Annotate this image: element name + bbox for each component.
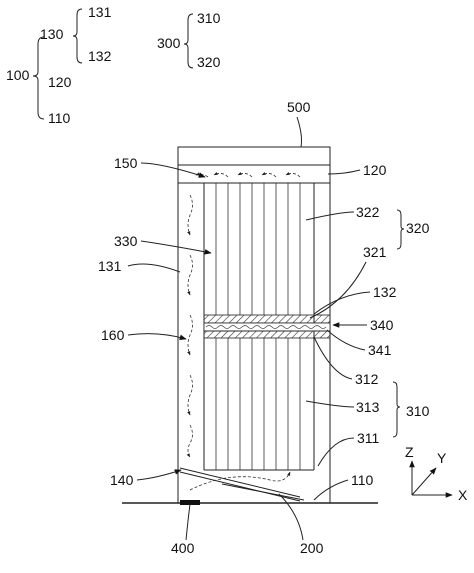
label-321: 321 [363, 244, 387, 260]
label-200: 200 [300, 540, 324, 556]
brace-130 [72, 8, 83, 64]
label-322: 322 [356, 204, 380, 220]
legend-100: 100 [6, 67, 30, 83]
unit-body [122, 146, 378, 505]
label-313: 313 [356, 399, 380, 415]
label-120: 120 [363, 162, 387, 178]
plate-341 [203, 322, 331, 332]
brace-100 [32, 36, 45, 120]
label-312: 312 [355, 371, 379, 387]
base-400 [180, 500, 200, 505]
airflow-top [195, 171, 301, 178]
legend-300: 300 [157, 35, 181, 51]
label-160: 160 [101, 327, 125, 343]
callouts: 500 150 120 322 320 321 330 131 132 160 … [98, 99, 430, 556]
legend-110: 110 [48, 110, 71, 126]
upper-cells-322 [215, 183, 301, 315]
top-cover-500 [177, 146, 331, 166]
label-340: 340 [370, 317, 394, 333]
legend-310: 310 [197, 10, 221, 26]
label-132: 132 [373, 284, 397, 300]
legend-131: 131 [88, 4, 112, 20]
y-axis-label: Y [437, 450, 447, 466]
airflow-bottom [189, 471, 291, 491]
label-150: 150 [114, 155, 138, 171]
coordinate-axes: Z Y X [405, 444, 468, 503]
airflow-duct [186, 194, 193, 458]
plate-342 [203, 330, 331, 339]
baffle-140 [179, 467, 301, 498]
label-330: 330 [114, 233, 138, 249]
legend-320: 320 [197, 54, 221, 70]
label-311: 311 [357, 430, 380, 446]
label-110: 110 [351, 472, 374, 488]
baffle-140-b [179, 471, 301, 502]
legend-130: 130 [40, 26, 64, 42]
label-131: 131 [98, 258, 122, 274]
label-341: 341 [368, 342, 392, 358]
label-400: 400 [171, 540, 195, 556]
label-500: 500 [287, 99, 311, 115]
brace-300 [183, 13, 194, 69]
label-310: 310 [406, 403, 430, 419]
plate-340 [203, 314, 331, 324]
z-axis-label: Z [405, 444, 414, 460]
lower-cells-313 [215, 338, 301, 470]
y-axis [411, 467, 437, 496]
component-legend: 131 130 132 100 120 110 300 310 320 [6, 4, 221, 126]
legend-120: 120 [48, 74, 72, 90]
fan-200 [221, 483, 305, 501]
label-140: 140 [110, 472, 134, 488]
plate-wave [205, 325, 327, 329]
x-axis-label: X [458, 487, 468, 503]
label-320: 320 [406, 220, 430, 236]
legend-132: 132 [88, 48, 112, 64]
